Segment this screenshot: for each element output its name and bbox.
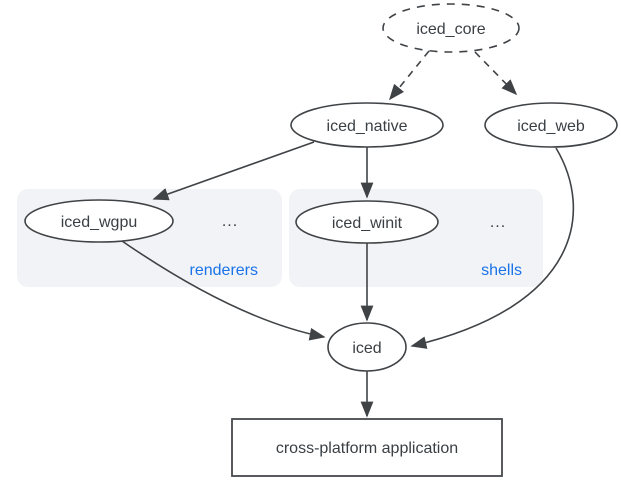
app-box	[231, 418, 503, 477]
renderers-group-label: renderers	[190, 262, 258, 279]
iced-core-ellipse	[382, 3, 520, 53]
iced-core-label: iced_core	[416, 21, 485, 38]
app-label: cross-platform application	[276, 440, 458, 457]
node-iced-wgpu: iced_wgpu	[24, 199, 174, 243]
node-iced-web: iced_web	[484, 102, 618, 148]
iced-winit-label: iced_winit	[332, 215, 403, 232]
edge-core-to-native	[388, 50, 430, 101]
iced-native-label: iced_native	[327, 118, 408, 135]
iced-web-label: iced_web	[517, 118, 585, 135]
edge-core-to-web	[474, 51, 518, 96]
node-iced-native: iced_native	[290, 102, 444, 148]
renderers-ellipsis: ...	[222, 213, 238, 230]
shells-group-label: shells	[481, 262, 522, 279]
iced-wgpu-label: iced_wgpu	[61, 214, 138, 231]
iced-web-ellipse	[484, 102, 618, 148]
shells-ellipsis: ...	[490, 214, 506, 231]
node-iced-winit: iced_winit	[295, 200, 439, 244]
edge-native-to-wgpu	[152, 141, 315, 201]
iced-wgpu-ellipse	[24, 199, 174, 243]
node-iced: iced	[327, 322, 407, 372]
iced-native-ellipse	[290, 102, 444, 148]
node-iced-core: iced_core	[382, 3, 520, 53]
iced-label: iced	[352, 340, 381, 357]
iced-ellipse	[327, 322, 407, 372]
node-cross-platform-application: cross-platform application	[231, 418, 503, 477]
edge-web-to-iced	[410, 147, 575, 349]
iced-winit-ellipse	[295, 200, 439, 244]
edge-wgpu-to-iced	[121, 240, 326, 341]
